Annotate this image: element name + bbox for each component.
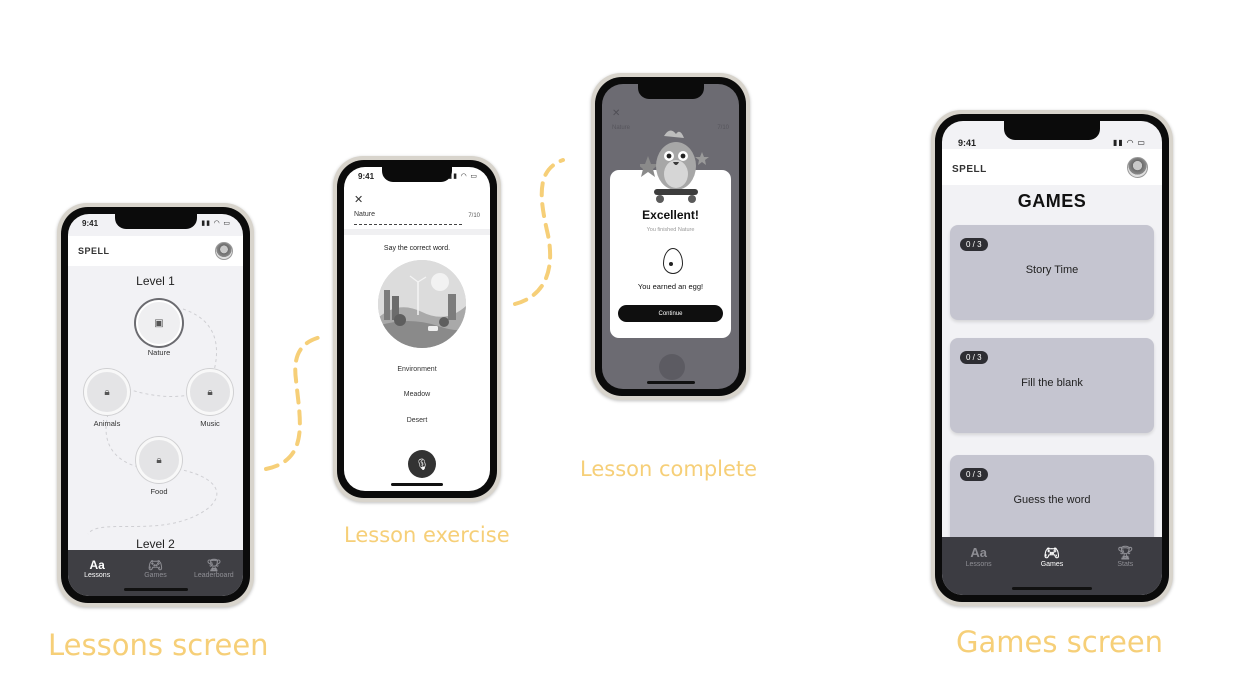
tab-leaderboard[interactable]: 🏆︎ Leaderboard xyxy=(193,558,234,579)
tab-games[interactable]: 🎮︎ Games xyxy=(1040,545,1064,568)
signal-wifi-battery-icon: ▮▮ ◠ ▭ xyxy=(1113,138,1146,147)
page-title: GAMES xyxy=(1017,191,1087,211)
microphone-icon: 🎙︎ xyxy=(415,458,429,471)
lesson-label-animals: Animals xyxy=(93,419,121,428)
app-logo: SPELL xyxy=(78,246,110,256)
status-time: 9:41 xyxy=(358,172,375,181)
progress-dashes xyxy=(354,224,462,225)
complete-phone: ✕ Nature 7/10 Excellent! You finished Na… xyxy=(591,73,750,400)
dimmed-mic xyxy=(659,354,685,380)
home-indicator xyxy=(646,381,695,384)
close-icon: ✕ xyxy=(612,108,621,119)
games-phone: 9:41 ▮▮ ◠ ▭ SPELL GAMES 0 / 3 Story Time… xyxy=(931,110,1173,606)
game-name: Story Time xyxy=(1025,264,1079,276)
tab-bar: Aa Lessons 🎮︎ Games 🏆︎ Stats xyxy=(942,537,1162,595)
answer-option[interactable]: Desert xyxy=(406,417,428,424)
tab-games[interactable]: 🎮︎ Games xyxy=(144,558,167,579)
microphone-button[interactable]: 🎙︎ xyxy=(408,450,436,478)
games-screen: 9:41 ▮▮ ◠ ▭ SPELL GAMES 0 / 3 Story Time… xyxy=(942,121,1162,595)
caption-lesson-complete: Lesson complete xyxy=(580,457,758,481)
progress-badge: 0 / 3 xyxy=(960,238,988,251)
exercise-topic: Nature xyxy=(354,211,376,218)
exercise-prompt: Say the correct word. xyxy=(383,245,451,252)
dimmed-topic: Nature xyxy=(612,125,631,131)
game-card-guess-the-word[interactable]: 0 / 3 Guess the word xyxy=(950,455,1154,550)
home-indicator xyxy=(1012,587,1092,590)
lessons-icon: Aa xyxy=(89,558,105,572)
game-card-fill-the-blank[interactable]: 0 / 3 Fill the blank xyxy=(950,338,1154,433)
lock-icon: 🔒︎ xyxy=(207,386,213,398)
lesson-node-music[interactable]: 🔒︎ xyxy=(187,369,233,415)
lesson-label-music: Music xyxy=(200,419,220,428)
tab-stats[interactable]: 🏆︎ Stats xyxy=(1117,545,1134,568)
gamepad-icon: 🎮︎ xyxy=(1043,545,1061,560)
reward-text: You earned an egg! xyxy=(637,282,704,291)
completion-modal: Excellent! You finished Nature You earne… xyxy=(610,170,731,338)
status-bar: 9:41 ▮▮ ◠ ▭ xyxy=(344,167,490,189)
environment-illustration xyxy=(378,260,466,348)
level-2-title: Level 2 xyxy=(136,537,175,551)
lessons-icon: Aa xyxy=(970,545,987,560)
avatar[interactable] xyxy=(1127,157,1148,178)
continue-button[interactable]: Continue xyxy=(618,305,723,322)
signal-wifi-battery-icon: ▮▮ ◠ ▭ xyxy=(448,173,478,180)
progress-badge: 0 / 3 xyxy=(960,468,988,481)
parrot-mascot-icon xyxy=(640,130,709,203)
exercise-progress: 7/10 xyxy=(468,213,480,219)
exercise-screen: 9:41 ▮▮ ◠ ▭ ✕ Nature 7/10 Say the correc… xyxy=(344,167,490,491)
status-bar: 9:41 ▮▮ ◠ ▭ xyxy=(68,214,243,236)
complete-screen: ✕ Nature 7/10 Excellent! You finished Na… xyxy=(602,84,739,389)
game-name: Fill the blank xyxy=(1021,377,1083,389)
caption-games-screen: Games screen xyxy=(956,625,1164,659)
image-icon: ▣ xyxy=(154,317,164,329)
tab-lessons[interactable]: Aa Lessons xyxy=(84,558,111,579)
app-logo: SPELL xyxy=(952,164,987,175)
exercise-phone: 9:41 ▮▮ ◠ ▭ ✕ Nature 7/10 Say the correc… xyxy=(333,156,501,502)
status-time: 9:41 xyxy=(82,219,99,228)
answer-option[interactable]: Meadow xyxy=(403,391,431,398)
signal-wifi-battery-icon: ▮▮ ◠ ▭ xyxy=(201,220,231,227)
trophy-icon: 🏆︎ xyxy=(206,558,222,572)
level-1-title: Level 1 xyxy=(136,274,175,288)
caption-lesson-exercise: Lesson exercise xyxy=(344,523,510,547)
caption-lessons-screen: Lessons screen xyxy=(48,628,269,662)
trophy-icon: 🏆︎ xyxy=(1117,545,1134,560)
lesson-label-food: Food xyxy=(150,487,168,496)
game-card-story-time[interactable]: 0 / 3 Story Time xyxy=(950,225,1154,320)
tab-bar: Aa Lessons 🎮︎ Games 🏆︎ Leaderboard xyxy=(68,550,243,596)
lesson-label-nature: Nature xyxy=(147,348,171,357)
status-bar: 9:41 ▮▮ ◠ ▭ xyxy=(942,121,1162,148)
app-header: SPELL xyxy=(68,236,243,266)
lesson-node-food[interactable]: 🔒︎ xyxy=(136,437,182,483)
lock-icon: 🔒︎ xyxy=(104,386,110,398)
app-header: SPELL xyxy=(942,149,1162,185)
close-icon[interactable]: ✕ xyxy=(354,194,364,206)
lock-icon: 🔒︎ xyxy=(156,454,162,466)
lesson-node-animals[interactable]: 🔒︎ xyxy=(84,369,130,415)
lessons-screen: 9:41 ▮▮ ◠ ▭ SPELL Level 1 ▣ Nature xyxy=(68,214,243,596)
home-indicator xyxy=(123,588,188,591)
tab-lessons[interactable]: Aa Lessons xyxy=(965,545,992,568)
home-indicator xyxy=(391,483,443,486)
lesson-node-nature[interactable]: ▣ xyxy=(136,300,182,346)
gamepad-icon: 🎮︎ xyxy=(147,558,164,572)
answer-option[interactable]: Environment xyxy=(397,366,437,373)
completion-title: Excellent! xyxy=(642,208,699,222)
progress-badge: 0 / 3 xyxy=(960,351,988,364)
lessons-phone: 9:41 ▮▮ ◠ ▭ SPELL Level 1 ▣ Nature xyxy=(57,203,254,607)
egg-icon xyxy=(663,248,683,274)
dimmed-progress: 7/10 xyxy=(717,125,729,131)
avatar[interactable] xyxy=(215,242,233,260)
status-time: 9:41 xyxy=(958,138,977,148)
game-name: Guess the word xyxy=(1013,494,1091,506)
completion-subtitle: You finished Nature xyxy=(646,227,695,233)
